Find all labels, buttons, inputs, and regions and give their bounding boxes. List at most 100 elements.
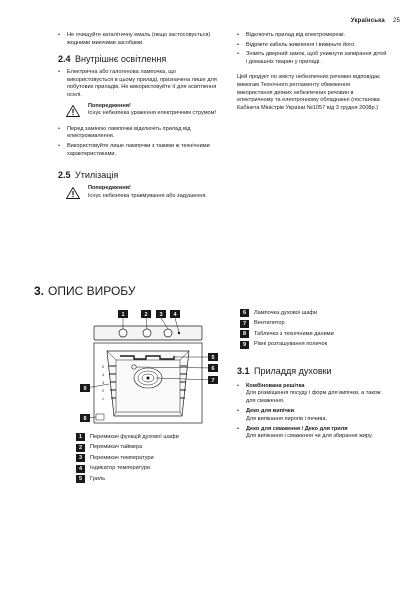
legend-label: Перемикач функцій духової шафи [90,433,179,440]
compliance-paragraph: Цей продукт по змісту небезпечних речови… [237,74,380,111]
accessory-description: Для випікання і смаження чи для збирання… [246,433,373,440]
warning-text: Існує небезпека травмування або задушенн… [88,192,208,199]
callout-5 [208,353,218,361]
legend-number: 8 [240,330,249,339]
page-header: Українська 25 [351,18,400,24]
section-title: ОПИС ВИРОБУ [48,284,136,298]
list-item: Відключіть прилад від електромережі. [237,32,387,40]
accessory-description: Для розміщення посуду і форм для випічки… [246,390,381,404]
accessory-title: Деко для випічки [246,408,295,415]
legend-number: 6 [240,309,249,318]
rating-plate [95,413,105,421]
callout-8-label: 8 [83,416,86,422]
temperature-knob [163,328,173,338]
fan [146,376,150,380]
legend-label: Індикатор температури [90,465,151,472]
legend-number: 9 [240,340,249,349]
callout-9 [80,384,90,392]
callout-6-label: 6 [211,366,214,372]
list-item: Використовуйте лише лампочки з такими ж … [58,143,223,158]
callout-2-label: 2 [144,312,147,318]
legend-label: Перемикач температури [90,454,154,461]
callout-1-label: 1 [121,312,124,318]
accessory-title: Деко для смаження / Деко для гриля [246,426,348,433]
callout-8 [80,414,90,422]
oven-lamp [131,364,137,370]
legend-number: 3 [76,454,85,463]
legend-item: 7 Вентилятор [240,319,334,330]
legend-number: 7 [240,319,249,328]
section-number: 2.4 [58,54,71,65]
legend-label: Гриль [90,475,106,482]
grill-element [120,355,175,360]
cavity-back-wall [115,359,181,413]
legend-number: 2 [76,443,85,452]
callout-5-label: 5 [211,355,214,361]
legend-label: Рівні розташування поличок [254,341,328,348]
legend-label: Лампочка духової шафи [254,309,318,316]
list-item: Зніміть дверний замок, щоб уникнути запи… [237,51,387,66]
legend-number: 5 [76,475,85,484]
callout-1 [118,310,128,318]
section-2-5-heading: 2.5 Утилізація [58,170,223,181]
header-title: Українська [350,18,385,24]
callout-4 [170,310,180,318]
svg-text:4: 4 [102,373,104,377]
warning-text: Існує небезпека ураження електричним стр… [88,110,217,117]
warning-icon [66,104,80,117]
section-number: 3.1 [237,366,250,376]
callout-6 [208,364,218,372]
list-item: Відріжте кабель живлення і викиньте його… [237,42,387,50]
legend-number: 1 [76,433,85,442]
legend-item: 6 Лампочка духової шафи [240,308,334,319]
legend-item: 3 Перемикач температури [76,453,179,464]
callout-7 [208,376,218,384]
legend-item: 5 Гриль [76,474,179,485]
callout-9-label: 9 [83,386,86,392]
legend-label: Перемикач таймера [90,444,143,451]
svg-text:3: 3 [102,381,104,385]
right-column: Відключіть прилад від електромережі. Від… [237,32,387,112]
shelf-supports [109,365,187,399]
section-title: Утилізація [75,170,119,181]
svg-text:2: 2 [102,389,104,393]
legend-item: 1 Перемикач функцій духової шафи [76,432,179,443]
list-item: Не очищуйте каталітичну емаль (якщо заст… [58,32,223,47]
page-number: 25 [392,18,400,24]
left-column: Не очищуйте каталітичну емаль (якщо заст… [58,32,223,205]
accessories-section: 3.1 Приладдя духовки Комбінована решітка… [237,366,387,444]
section-number: 3. [34,284,45,298]
accessory-title: Комбінована решітка [246,383,305,389]
callout-2 [141,310,151,318]
callout-4-label: 4 [173,312,177,318]
function-knob [118,328,128,338]
section-title: Внутрішнє освітлення [75,54,167,65]
section-3-1-heading: 3.1 Приладдя духовки [237,366,387,377]
warning-title: Попередження! [88,185,131,192]
callout-3 [156,310,166,318]
timer-knob [142,328,152,338]
callout-7-label: 7 [211,378,214,384]
legend-label: Табличка з технічними даними [254,330,334,337]
accessory-description: Для випікання пирогів і печива. [246,415,327,422]
list-item: Перед заміною лампочки відключіть прилад… [58,126,223,141]
section-title: Приладдя духовки [254,366,332,376]
svg-text:1: 1 [102,397,104,401]
warning-title: Попередження! [88,102,131,109]
legend-right: 6 Лампочка духової шафи 7 Вентилятор 8 Табл… [240,308,334,350]
section-3-heading: 3.ОПИС ВИРОБУ [34,284,136,298]
section-number: 2.5 [58,170,71,181]
legend-item: 9 Рівні розташування поличок [240,340,334,351]
legend-label: Вентилятор [254,320,285,327]
list-item: Електрична або галогенова лампочка, що в… [58,69,223,99]
legend-item: 2 Перемикач таймера [76,443,179,454]
warning-block: Попередження! Існує небезпека травмуванн… [58,185,223,200]
section-2-4-heading: 2.4 Внутрішнє освітлення [58,54,223,65]
warning-icon [66,187,80,200]
legend-item: 8 Табличка з технічними даними [240,329,334,340]
